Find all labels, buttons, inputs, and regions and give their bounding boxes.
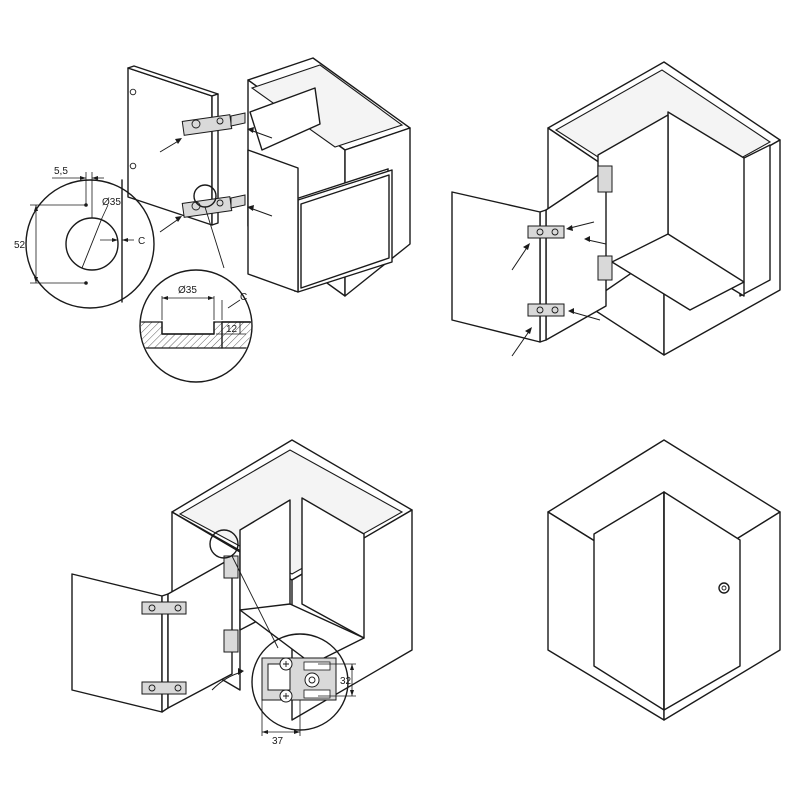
bore-hole-icon	[129, 88, 137, 96]
hinge-top-icon	[181, 112, 246, 136]
dim-height-label: 52	[14, 240, 26, 251]
knob-icon	[718, 582, 730, 594]
detail-bore-label: Ø35	[178, 285, 197, 296]
dim-bore-label: Ø35	[102, 197, 121, 208]
dim-offset-label: 5,5	[54, 166, 68, 177]
detail-depth-label: 12	[226, 324, 238, 335]
dim-height-label: 32	[340, 676, 352, 687]
step4-closed-cabinet	[547, 439, 781, 721]
hinge-icon	[527, 165, 613, 317]
section-detail-circle	[139, 269, 253, 383]
step1-drill-hinge-cups: 5,5 Ø35 52 C Ø35	[14, 57, 411, 383]
step3-adjust-hinges: 32 37	[71, 439, 413, 747]
door-panel	[451, 191, 541, 343]
dim-clearance-label: C	[138, 236, 145, 247]
step2-attach-hinges	[451, 61, 781, 357]
corner-cabinet	[247, 57, 411, 297]
dim-width-label: 37	[272, 736, 284, 747]
detail-clearance-label: C	[240, 292, 247, 303]
bore-detail-circle	[25, 179, 155, 309]
